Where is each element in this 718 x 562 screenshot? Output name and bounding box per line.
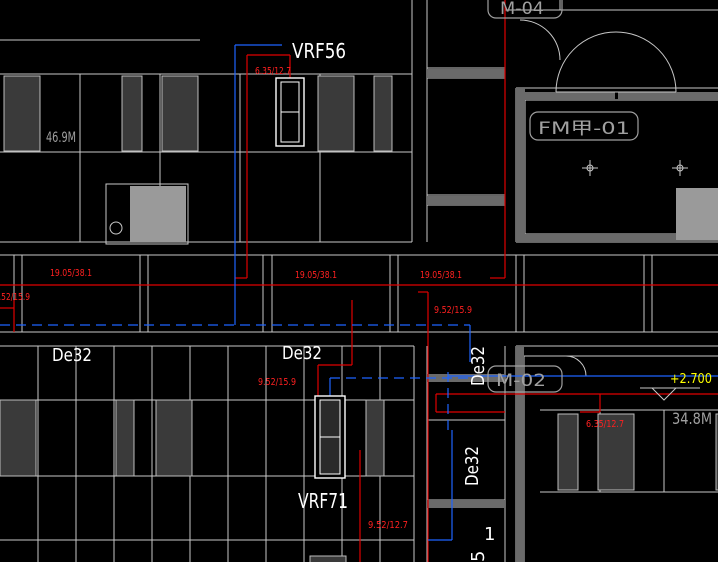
- pipe-size-vrf71-branch: 9.52/15.9: [258, 377, 296, 388]
- elevation-value: +2.700: [670, 372, 712, 387]
- drain-label-left: De32: [52, 345, 92, 366]
- unit-label-vrf71: VRF71: [298, 489, 348, 513]
- drain-label-center: De32: [282, 343, 322, 364]
- door-swings: [519, 19, 677, 377]
- pipe-size-vrf71-down: 9.52/12.7: [368, 520, 408, 531]
- room-level-left: 46.9M: [46, 130, 76, 146]
- pipe-size-main-right: 19.05/38.1: [420, 270, 462, 281]
- pipe-size-vrf56-branch: 6.35/12.7: [255, 66, 291, 77]
- door-tag-m02: M-02: [496, 371, 546, 391]
- fixture-symbols: [582, 160, 688, 176]
- pipe-size-main-left: 19.05/38.1: [50, 268, 92, 279]
- elevation-marker: [640, 387, 700, 401]
- room-level-right: 34.8M: [672, 409, 712, 428]
- equipment-blocks: [105, 183, 718, 245]
- pipe-size-left-edge: 9.52/15.9: [0, 292, 30, 303]
- window-panels: [0, 75, 718, 562]
- tag-frames: [487, 0, 639, 393]
- pipe-size-riser: 9.52/15.9: [434, 305, 472, 316]
- pipe-size-main-center: 19.05/38.1: [295, 270, 337, 281]
- door-tag-m04: M-04: [500, 0, 544, 19]
- partial-mark: 1: [484, 524, 495, 545]
- indoor-unit-vrf56[interactable]: [275, 77, 305, 147]
- drain-label-vertical-top: De32: [468, 346, 489, 386]
- pipe-size-right-branch: 6.35/12.7: [586, 419, 624, 430]
- unit-label-vrf56: VRF56: [292, 39, 346, 63]
- fire-door-tag: FM甲-01: [538, 119, 630, 139]
- drain-label-vertical-bottom: De32: [462, 446, 483, 486]
- partial-digit: 5: [468, 551, 489, 562]
- indoor-unit-vrf71[interactable]: [314, 395, 346, 479]
- drain-piping: [0, 44, 718, 541]
